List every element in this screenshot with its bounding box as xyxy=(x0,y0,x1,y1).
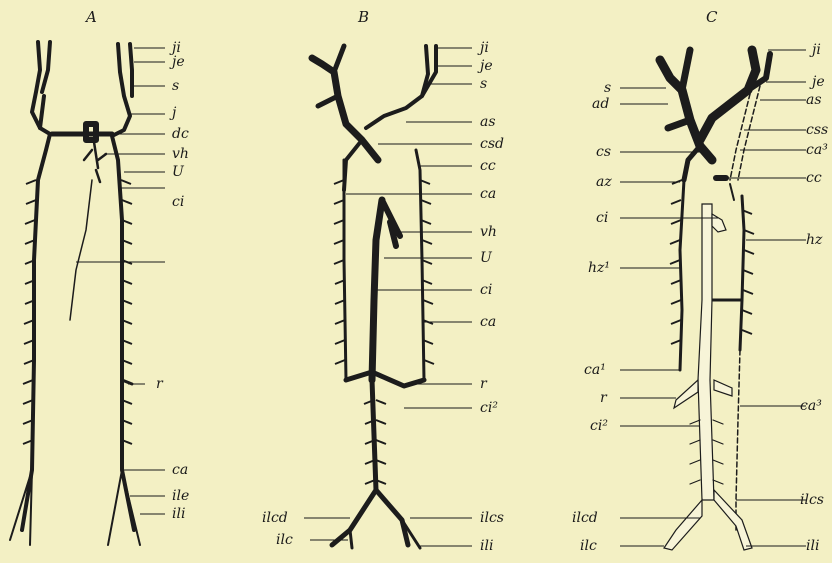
label-ci2: ci² xyxy=(480,400,498,416)
label-hz1: hz¹ xyxy=(588,260,610,276)
label-r: r xyxy=(600,390,608,406)
label-as: as xyxy=(806,92,822,108)
label-r: r xyxy=(480,376,488,392)
label-je: je xyxy=(477,58,493,74)
label-ca: ca xyxy=(172,462,188,478)
label-ili: ili xyxy=(172,506,185,522)
label-s: s xyxy=(604,80,611,96)
panel-b-title: B xyxy=(357,8,369,26)
label-cs: cs xyxy=(596,144,611,160)
label-U: U xyxy=(172,164,185,180)
label-ci: ci xyxy=(480,282,492,298)
panel-c: C ji je as xyxy=(572,8,828,554)
label-ca3: ca³ xyxy=(806,142,828,158)
label-ca1: ca¹ xyxy=(584,362,606,378)
label-ji: ji xyxy=(477,40,489,56)
label-az: az xyxy=(596,174,612,190)
label-ile: ile xyxy=(172,488,189,504)
label-je: je xyxy=(169,54,185,70)
label-ci: ci xyxy=(172,194,184,210)
label-ilcs: ilcs xyxy=(800,492,824,508)
label-ilcd: ilcd xyxy=(572,510,598,526)
label-ca3: ca³ xyxy=(800,398,822,414)
label-j: j xyxy=(169,105,177,121)
label-ilcd: ilcd xyxy=(262,510,288,526)
label-css: css xyxy=(806,122,828,138)
label-ca: ca xyxy=(480,186,496,202)
label-hz: hz xyxy=(806,232,823,248)
label-ili: ili xyxy=(480,538,493,554)
label-r: r xyxy=(156,376,164,392)
label-ca: ca xyxy=(480,314,496,330)
label-as: as xyxy=(480,114,496,130)
label-ad: ad xyxy=(592,96,609,112)
label-ilcs: ilcs xyxy=(480,510,504,526)
label-cc: cc xyxy=(480,158,496,174)
label-ilc: ilc xyxy=(276,532,293,548)
label-ji: ji xyxy=(809,42,821,58)
label-vh: vh xyxy=(480,224,497,240)
label-U: U xyxy=(480,250,493,266)
label-cc: cc xyxy=(806,170,822,186)
panel-a-title: A xyxy=(84,8,97,26)
label-csd: csd xyxy=(480,136,504,152)
label-ci2: ci² xyxy=(590,418,608,434)
label-ili: ili xyxy=(806,538,819,554)
label-dc: dc xyxy=(172,126,189,142)
label-je: je xyxy=(809,74,825,90)
label-s: s xyxy=(172,78,179,94)
label-vh: vh xyxy=(172,146,189,162)
panel-a: A ji je s j dc vh U ci r ca ile il xyxy=(10,8,189,545)
panel-c-title: C xyxy=(706,8,718,26)
label-ilc: ilc xyxy=(580,538,597,554)
label-ci: ci xyxy=(596,210,608,226)
label-s: s xyxy=(480,76,487,92)
panel-b: B ji je s as csd cc ca vh xyxy=(262,8,504,554)
